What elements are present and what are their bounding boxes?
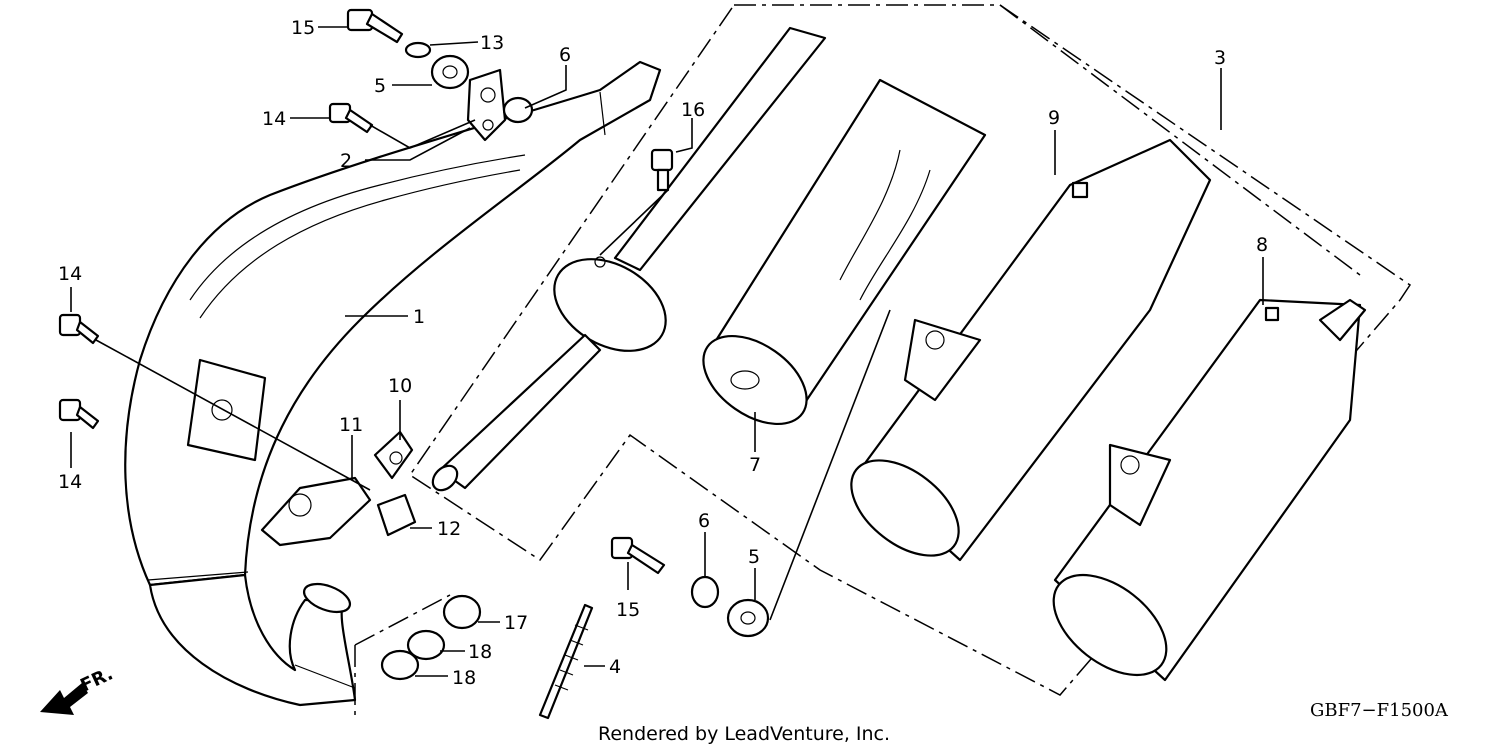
callout-4: 4 xyxy=(609,656,621,678)
callout-14-left-upper: 14 xyxy=(58,263,82,285)
front-direction-label: FR. xyxy=(77,663,116,696)
callout-6-top: 6 xyxy=(559,44,571,66)
callout-1: 1 xyxy=(413,306,425,328)
callout-18-lower: 18 xyxy=(452,667,476,689)
lower-hardware[interactable] xyxy=(380,536,770,720)
callout-10: 10 xyxy=(388,375,412,397)
callout-18-upper: 18 xyxy=(468,641,492,663)
callout-3: 3 xyxy=(1214,47,1226,69)
callout-11: 11 xyxy=(339,414,363,436)
callout-13: 13 xyxy=(480,32,504,54)
callout-2: 2 xyxy=(340,150,352,172)
callout-14-top: 14 xyxy=(262,108,286,130)
assembly-outlines xyxy=(354,4,1412,715)
side-bolts[interactable] xyxy=(58,313,100,430)
callout-15-bottom: 15 xyxy=(616,599,640,621)
muffler-inner-core[interactable] xyxy=(428,26,827,495)
diagram-code: GBF7−F1500A xyxy=(1310,700,1449,721)
callout-numbers: 15 13 5 6 14 2 16 1 14 14 10 11 12 7 9 3… xyxy=(58,17,1268,689)
top-mounting-hardware[interactable] xyxy=(328,8,534,142)
flange-hardware[interactable] xyxy=(260,430,417,547)
callout-16: 16 xyxy=(681,99,705,121)
callout-15-top: 15 xyxy=(291,17,315,39)
callout-14-left-lower: 14 xyxy=(58,471,82,493)
callout-5-bottom: 5 xyxy=(748,546,760,568)
muffler-shell-alt[interactable] xyxy=(1035,298,1367,695)
render-credit: Rendered by LeadVenture, Inc. xyxy=(598,723,890,745)
leader-lines xyxy=(70,26,1264,677)
muffler-packing[interactable] xyxy=(687,78,987,442)
callout-7: 7 xyxy=(749,454,761,476)
callout-8: 8 xyxy=(1256,234,1268,256)
front-direction-arrow: FR. xyxy=(40,663,116,715)
callout-6-bottom: 6 xyxy=(698,510,710,532)
muffler-shell[interactable] xyxy=(834,138,1212,575)
callout-12: 12 xyxy=(437,518,461,540)
expansion-chamber[interactable] xyxy=(124,60,662,707)
callout-17: 17 xyxy=(504,612,528,634)
callout-9: 9 xyxy=(1048,107,1060,129)
callout-5-top: 5 xyxy=(374,75,386,97)
